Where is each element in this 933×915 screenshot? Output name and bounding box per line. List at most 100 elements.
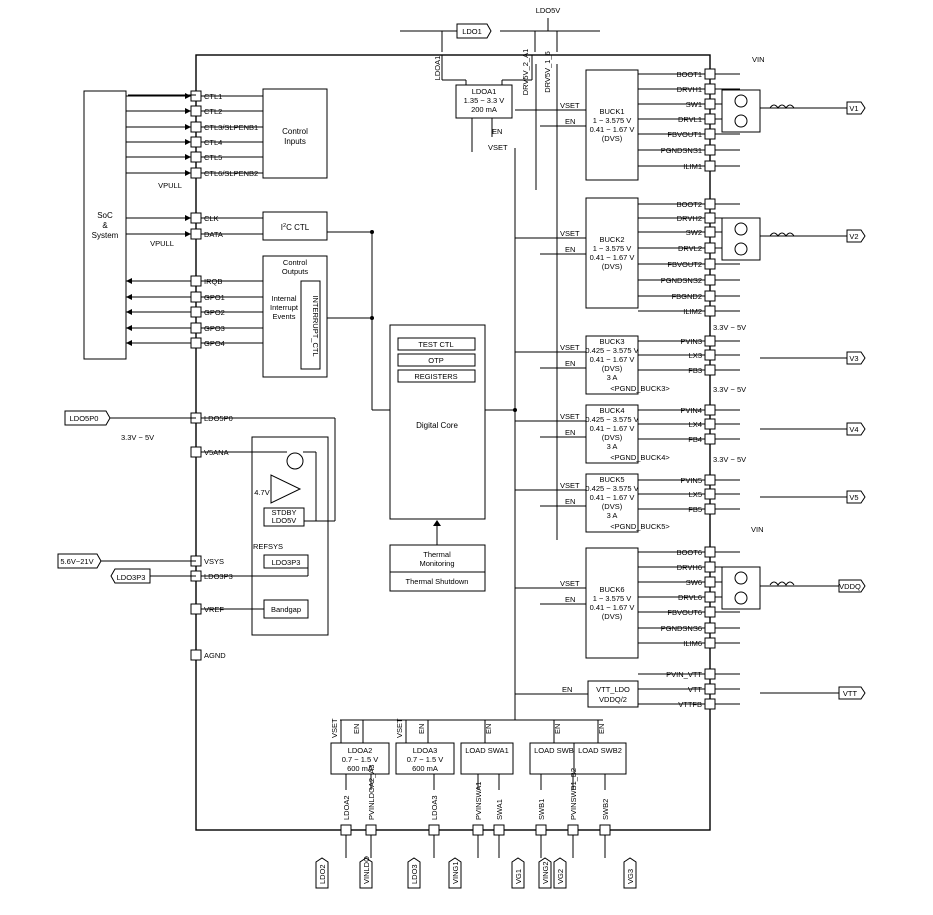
output-flag	[846, 351, 866, 365]
vpull-label-1: VPULL	[158, 181, 182, 190]
ldoa1-pin-label: LDOA1	[433, 56, 442, 81]
ldoa1-en-label: EN	[492, 127, 502, 136]
right-pin	[704, 404, 716, 416]
buck-name: BUCK4	[599, 406, 624, 415]
svg-text:5.6V−21V: 5.6V−21V	[60, 557, 93, 566]
left-pin	[190, 228, 202, 240]
buck-pgnd: <PGND_BUCK5>	[610, 522, 670, 531]
soc-label-3: System	[92, 231, 119, 240]
arrow-left-icon	[126, 294, 132, 300]
right-pin	[704, 474, 716, 486]
buck-en-label: EN	[565, 428, 575, 437]
buck-name: BUCK3	[599, 337, 624, 346]
arrow-right-icon	[185, 170, 191, 176]
bottom-pin-label: LDOA2	[342, 795, 351, 820]
buck-dvs: 0.41 − 1.67 V	[590, 355, 635, 364]
bottom-pin-label: PVINSWB1_B2	[569, 768, 578, 820]
left-pin-label: VREF	[204, 605, 224, 614]
buck-dvs: 0.41 − 1.67 V	[590, 125, 635, 134]
bottom-block-title: LOAD SWB2	[578, 746, 622, 755]
vtt-en-label: EN	[562, 685, 572, 694]
output-flag-label: V2	[849, 232, 858, 241]
right-pin	[704, 290, 716, 302]
right-pin	[704, 606, 716, 618]
right-pin	[704, 433, 716, 445]
bottom-block-title: LDOA3	[413, 746, 438, 755]
bottom-pin-label: PVINLDOA2_A3	[367, 765, 376, 820]
right-pin	[704, 68, 716, 80]
en-vertical-label: EN	[597, 724, 606, 734]
right-pin	[704, 637, 716, 649]
top-external: LDO1 LDO5V LDOA1 DRV5V_2_A1 DRV5V_1_6	[400, 6, 600, 95]
refsys-block: REFSYS STDBY LDO5V LDO3P3 Bandgap 4.7V	[200, 417, 336, 636]
refsys-title: REFSYS	[253, 542, 283, 551]
ldoa1-label-2: 1.35 − 3.3 V	[464, 96, 505, 105]
right-pin	[704, 128, 716, 140]
buck-range: 1 − 3.575 V	[593, 594, 632, 603]
buck-note: (DVS)	[602, 364, 623, 373]
bottom-block: LOAD SWB2 EN	[573, 720, 627, 775]
buck-dvs: 0.41 − 1.67 V	[590, 253, 635, 262]
right-pins: BOOT1DRVH1SW1DRVL1FBVOUT1PGNDSNS1ILIM1BO…	[638, 68, 740, 710]
left-pin	[190, 322, 202, 334]
bottom-flag	[448, 857, 462, 889]
thermal-block: Thermal Monitoring Thermal Shutdown	[389, 520, 486, 592]
right-pin	[704, 98, 716, 110]
arrow-right-icon	[185, 154, 191, 160]
thermal-shutdown-label: Thermal Shutdown	[406, 577, 469, 586]
bottom-pin-label: SWA1	[495, 799, 504, 820]
left-pin	[190, 291, 202, 303]
svg-text:LDO5P0: LDO5P0	[70, 414, 99, 423]
bottom-pin-label: SWB1	[537, 799, 546, 820]
bottom-flag-label: VING2	[541, 861, 550, 884]
bottom-pin	[472, 824, 484, 836]
buck-name: BUCK1	[599, 107, 624, 116]
arrow-right-icon	[185, 93, 191, 99]
left-pin	[190, 90, 202, 102]
bottom-flag-label: VG1	[514, 869, 523, 884]
arrow-right-icon	[185, 215, 191, 221]
buck-range: 0.425 − 3.575 V	[585, 415, 638, 424]
bottom-flag	[511, 857, 525, 889]
control-inputs-label-2: Inputs	[284, 137, 306, 146]
bottom-flag-label: LDO2	[318, 864, 327, 884]
buck-note: (DVS)	[602, 612, 623, 621]
bottom-block-range: 0.7 − 1.5 V	[342, 755, 379, 764]
vin-label-2: VIN	[751, 525, 764, 534]
en-vertical-label: EN	[484, 724, 493, 734]
buck-name: BUCK5	[599, 475, 624, 484]
ldo3p3-internal-label: LDO3P3	[272, 558, 301, 567]
i2c-ctl-block: I2C CTL	[262, 211, 328, 241]
vin-label-1: VIN	[752, 55, 765, 64]
arrow-right-icon	[185, 231, 191, 237]
range-label-2: 3.3V − 5V	[713, 323, 746, 332]
control-inputs-label-1: Control	[282, 127, 308, 136]
buck-note: (DVS)	[602, 502, 623, 511]
buck-pgnd: <PGND_BUCK4>	[610, 453, 670, 462]
control-outputs-label-1: Control	[283, 258, 308, 267]
buck-name: BUCK6	[599, 585, 624, 594]
right-pin	[704, 622, 716, 634]
vtt-ldo-label-2: VDDQ/2	[599, 695, 627, 704]
vtt-ldo-block: VTT_LDO VDDQ/2 EN	[515, 680, 639, 708]
bottom-pin	[535, 824, 547, 836]
right-pin	[704, 418, 716, 430]
buck-vset-label: VSET	[560, 229, 580, 238]
output-flag	[846, 422, 866, 436]
ldoa1-block: LDOA1 1.35 − 3.3 V 200 mA EN VSET	[441, 55, 533, 152]
bottom-block-title: LDOA2	[348, 746, 373, 755]
right-pin	[704, 698, 716, 710]
right-external: VIN VIN 3.3V − 5V 3.3V − 5V 3.3V − 5V V1…	[713, 55, 866, 700]
control-outputs-label-2: Outputs	[282, 267, 309, 276]
left-pin	[190, 306, 202, 318]
right-pin	[704, 683, 716, 695]
ldoa1-label-1: LDOA1	[472, 87, 497, 96]
bottom-flag	[538, 857, 552, 889]
vsys-flag	[57, 553, 102, 569]
right-pin	[704, 258, 716, 270]
inductor-icon	[769, 581, 795, 586]
